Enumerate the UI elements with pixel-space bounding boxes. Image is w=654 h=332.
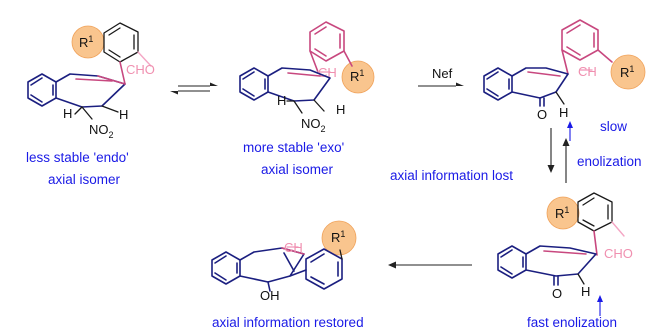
h-label: H (336, 102, 345, 117)
enolization-arrow (388, 261, 472, 269)
info-restored-caption: axial information restored (212, 315, 364, 330)
h-label: H (581, 284, 590, 299)
exo-caption-line2: axial isomer (261, 162, 334, 177)
structure-exo-isomer: CH H H R1 NO2 (239, 21, 375, 134)
structure-nef-ketone: CH O H R1 (483, 19, 646, 141)
vertical-equilibrium-arrows (547, 128, 570, 183)
r1-label: R1 (331, 229, 345, 245)
aldehyde-label: CHO (126, 62, 155, 77)
equilibrium-arrows (170, 82, 218, 95)
exo-caption-line1: more stable 'exo' (243, 140, 344, 155)
carbonyl-o-label: O (552, 286, 562, 301)
aryl-ring (305, 248, 343, 290)
aryl-ring (309, 21, 345, 62)
h-label: H (119, 107, 128, 122)
nef-reagent-label: Nef (432, 66, 453, 81)
structure-ketone-fast: CHO O H R1 (497, 192, 633, 316)
r1-label: R1 (555, 205, 569, 221)
r-group-ball (546, 196, 580, 230)
carbonyl-o-label: O (537, 107, 547, 122)
structure-enol-product: CH OH R1 (211, 220, 357, 303)
h-label: H (277, 93, 286, 108)
r1-label: R1 (350, 68, 364, 84)
aryl-ring (561, 19, 599, 61)
hydroxyl-label: OH (260, 288, 280, 303)
h-label: H (559, 105, 568, 120)
ch-label: CH (284, 240, 303, 255)
aldehyde-label: CHO (604, 246, 633, 261)
h-label: H (63, 106, 72, 121)
structure-endo-isomer: CHO H H R1 NO2 (27, 22, 155, 140)
endo-caption-line2: axial isomer (48, 172, 121, 187)
r-group-ball (341, 60, 375, 94)
aryl-ring (103, 22, 139, 63)
nitro-label: NO2 (89, 122, 114, 140)
ch-label: CH (578, 64, 597, 79)
r1-label: R1 (620, 64, 634, 80)
fast-enolization-caption: fast enolization (527, 315, 617, 330)
r1-label: R1 (79, 34, 93, 50)
r-group-ball (610, 54, 646, 90)
info-lost-caption: axial information lost (390, 168, 513, 183)
aryl-ring (577, 192, 613, 232)
slow-enolization-line2: enolization (577, 154, 642, 169)
r-group-ball (321, 220, 357, 256)
nef-reaction-arrow: Nef (418, 66, 464, 87)
endo-caption-line1: less stable 'endo' (26, 150, 129, 165)
slow-enolization-line1: slow (600, 119, 627, 134)
nitro-label: NO2 (301, 116, 326, 134)
ch-label: CH (318, 65, 337, 80)
